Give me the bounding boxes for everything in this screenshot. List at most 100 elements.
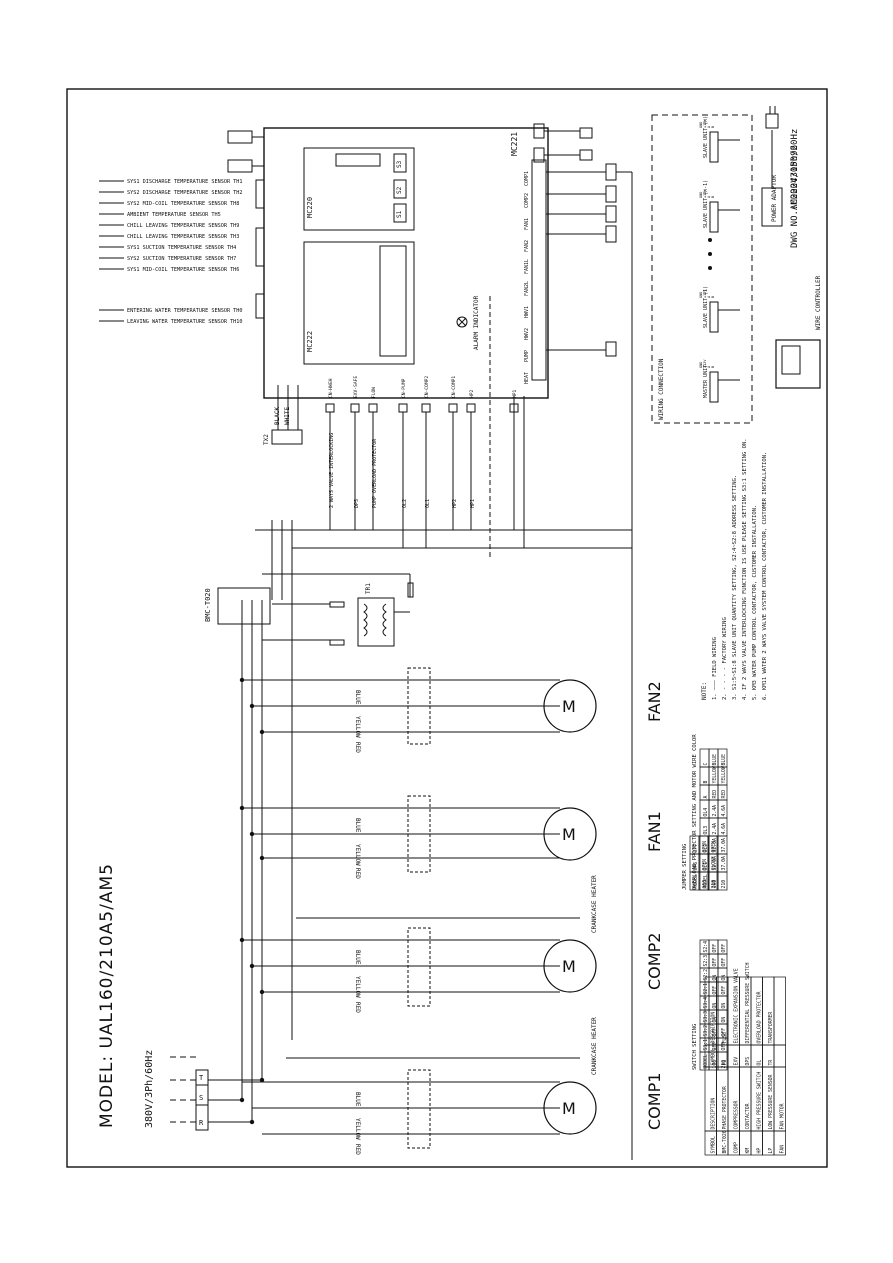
note-item: 6. KM11 WATER 2 WAYS VALVE SYSTEM CONTRO…: [762, 452, 768, 700]
terminal-label: HEAT: [524, 372, 530, 384]
contactor-boxes: [407, 667, 431, 1149]
table-text: TR: [768, 1060, 774, 1066]
table-text: BMC-T020: [722, 1130, 728, 1153]
table-text: DESCRIPTION: [711, 1098, 717, 1130]
terminal-label: FAN1L: [524, 259, 530, 274]
note-item: 1. ——— FIELD WIRING: [712, 637, 718, 700]
table-text: ON: [712, 1003, 718, 1009]
sensor-list: SYS1 DISCHARGE TEMPERATURE SENSOR TH1SYS…: [99, 179, 243, 325]
wire-label-blue: BLUE: [354, 690, 361, 705]
interlock-label: HP2: [452, 499, 458, 508]
notes-header: NOTE:: [701, 682, 708, 700]
note-item: 3. S1:5~S1:8 SLAVE UNIT QUANTITY SETTING…: [732, 475, 738, 700]
power-main-label: 380V/3Ph/60Hz: [144, 1050, 155, 1128]
table-text: OFF: [712, 958, 718, 967]
bottom-terminal-label: CN-HWEH: [328, 378, 334, 398]
terminal-label: HWV1: [524, 306, 530, 318]
unit-terminal: [709, 371, 719, 403]
table-text: MODEL: [693, 874, 699, 889]
svg-text:M: M: [562, 697, 576, 716]
table-text: RED: [721, 790, 727, 799]
tr-label: TR1: [365, 583, 372, 594]
mc222-label: MC222: [306, 331, 314, 352]
table-text: EXV: [734, 1057, 740, 1066]
table-text: ON: [712, 1017, 718, 1023]
sensor-label: SYS1 MID-COIL TEMPERATURE SENSOR TH6: [127, 267, 239, 273]
unit-terminal-label: GND: [699, 122, 703, 128]
table-text: S2:1: [703, 983, 709, 995]
compressor-1: M COMP1: [543, 1073, 664, 1135]
table-text: YELLOW: [712, 766, 718, 783]
note-item: 5. KM3 WATER PUMP CONTROL CONTACTOR, CUS…: [752, 505, 758, 700]
table-text: OFF: [712, 1042, 718, 1051]
wire-label-red: RED: [354, 868, 361, 879]
table-text: OPEN: [702, 841, 708, 853]
compressor-2: M COMP2: [543, 933, 664, 993]
table-title: OVERLOAD PROTECTOR SETTING AND MOTOR WIR…: [692, 734, 698, 890]
table-text: OL: [757, 1060, 763, 1066]
table-text: 32.0A: [712, 838, 718, 853]
fan-2: M FAN2: [543, 679, 664, 733]
terminal-label: PUMP: [524, 350, 530, 362]
table-text: FAN: [780, 1145, 786, 1154]
bottom-terminal-label: EXV-SAFE: [353, 376, 359, 398]
unit-terminal-label: +12V: [703, 189, 707, 198]
table-text: BLUE: [721, 754, 727, 766]
table-cell: [717, 748, 728, 768]
bottom-terminal-label: FLOW: [371, 387, 377, 398]
terminal-s-label: S: [199, 1094, 203, 1102]
interlock-label: OL2: [402, 499, 408, 508]
power-ctrl-label: AC220V/1Ph/60Hz: [790, 129, 800, 210]
sensor-label: LEAVING WATER TEMPERATURE SENSOR TH10: [127, 319, 243, 325]
table-cell: [773, 976, 786, 1046]
wire-label-blue: BLUE: [354, 818, 361, 833]
alarm-indicator: ALARM INDICATOR: [456, 295, 480, 350]
unit-terminal-label: B: [711, 296, 715, 298]
junction-dots: [239, 677, 265, 1125]
table-text: OL2: [703, 844, 709, 853]
table-text: S3:4: [703, 997, 709, 1009]
mc220-label: MC220: [306, 197, 314, 218]
wire-label-blue: BLUE: [354, 1092, 361, 1107]
interlock-lines: [329, 396, 525, 548]
table-text: OFF: [721, 958, 727, 967]
symbol-table: SYMBOLDESCRIPTIONSYMBOLDESCRIPTIONBMC-T0…: [704, 963, 786, 1156]
pcb-mc222: MC222: [303, 241, 415, 365]
table-text: 160: [712, 880, 718, 889]
table-text: 210: [721, 1060, 727, 1069]
table-text: FAN MOTOR: [780, 1103, 786, 1129]
table-text: CLOSE: [711, 856, 717, 871]
bottom-terminal-label: CN-COMP2: [424, 376, 430, 398]
svg-text:M: M: [562, 825, 576, 844]
terminal-label: COMP2: [524, 193, 530, 208]
table-text: OPEN: [711, 841, 717, 853]
table-text: CONTACTOR: [745, 1103, 751, 1129]
table-text: BLUE: [712, 754, 718, 766]
terminal-label: FAN2: [524, 240, 530, 252]
unit-label: MASTER UNIT: [703, 365, 709, 398]
table-text: S3:2: [703, 1025, 709, 1037]
table-text: COMPRESSOR: [734, 1101, 740, 1130]
unit-label: SLAVE UNIT (1): [703, 286, 709, 328]
table-text: 32.0A: [712, 856, 718, 871]
sensor-label: ENTERING WATER TEMPERATURE SENSOR TH0: [127, 308, 243, 314]
table-text: OVERLOAD PROTECTOR: [757, 991, 763, 1043]
comp2-label: COMP2: [645, 933, 664, 990]
table-text: MODEL: [703, 1054, 709, 1069]
wire-label-red: RED: [354, 1002, 361, 1013]
note-item: 4. IF 2 WAYS VALVE INTERLOCKING FUNCTION…: [742, 438, 748, 700]
table-text: OFF: [712, 944, 718, 953]
wire-controller-label: WIRE CONTROLLER: [815, 275, 822, 330]
table-title: JUMPER SETTING: [682, 844, 688, 890]
table-text: DPS: [745, 1057, 751, 1066]
tx2-connector: TX2 BLACK WHITE: [263, 385, 303, 445]
table-text: 210: [711, 880, 717, 889]
table-text: S2:3: [703, 955, 709, 967]
table-text: OFF: [712, 1028, 718, 1037]
tx2-label: TX2: [263, 434, 270, 445]
wire-label-yellow: YELLOW: [354, 844, 361, 866]
table-text: YELLOW: [721, 766, 727, 783]
power-terminal-block: R S T: [170, 1056, 209, 1131]
interlock-label: HP1: [470, 499, 476, 508]
mc221-label: MC221: [510, 132, 519, 156]
